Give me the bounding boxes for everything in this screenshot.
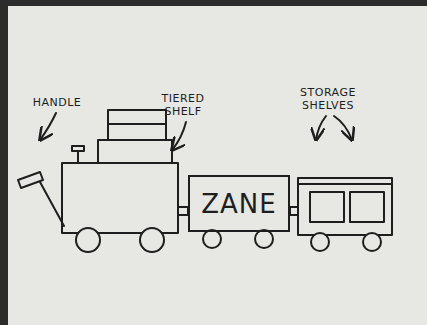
- car-box: ZANE: [188, 175, 290, 232]
- leader-arrow: [316, 116, 326, 140]
- storage-car: [298, 178, 392, 235]
- knob-cap: [72, 146, 84, 151]
- wheel: [255, 230, 273, 248]
- storage-shelf: [350, 192, 384, 222]
- leader-arrow: [40, 113, 56, 140]
- handle-grip: [18, 172, 43, 188]
- paper: [8, 6, 427, 325]
- storage-shelf: [310, 192, 344, 222]
- engine-body: [62, 163, 178, 233]
- coupler: [178, 207, 188, 215]
- part-label: TIERED SHELF: [154, 92, 212, 118]
- handle-shaft: [40, 182, 64, 226]
- wheel: [203, 230, 221, 248]
- wheel: [311, 233, 329, 251]
- wheel: [140, 228, 164, 252]
- knob-post: [77, 151, 79, 163]
- leader-arrow: [172, 122, 186, 150]
- wheel: [363, 233, 381, 251]
- leader-arrow: [334, 116, 352, 140]
- part-label: HANDLE: [24, 96, 90, 109]
- shelf-tier: [108, 123, 166, 125]
- part-label: STORAGE SHELVES: [276, 86, 380, 112]
- shelf-base: [98, 140, 172, 163]
- coupler: [290, 207, 298, 215]
- car-rim: [298, 183, 392, 185]
- wheel: [76, 228, 100, 252]
- shelf-top: [108, 110, 166, 140]
- car-name: ZANE: [201, 189, 276, 219]
